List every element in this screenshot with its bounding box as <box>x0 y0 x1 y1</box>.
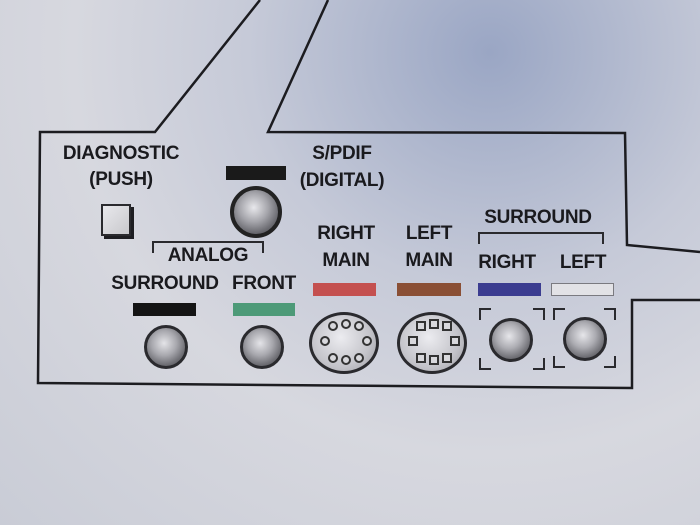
din-pin <box>341 355 351 365</box>
frame-corner <box>533 358 545 370</box>
panel-border-top <box>266 0 700 254</box>
push-label: (PUSH) <box>89 169 153 190</box>
front-color-bar <box>233 303 295 316</box>
din-pin <box>408 336 418 346</box>
spdif-color-bar <box>226 166 286 180</box>
mini-jack-icon[interactable] <box>144 325 188 369</box>
analog-bracket <box>152 241 264 253</box>
frame-corner <box>479 358 491 370</box>
surround-left-label: LEFT <box>559 252 607 273</box>
din-pin <box>320 336 330 346</box>
din-pin <box>416 353 426 363</box>
din-pin <box>429 319 439 329</box>
frame-corner <box>479 308 491 320</box>
din-pin <box>362 336 372 346</box>
right-main-label-line1: RIGHT <box>317 223 375 244</box>
square-push-button-icon[interactable] <box>101 204 131 236</box>
diagnostic-label: DIAGNOSTIC <box>62 143 180 164</box>
din-pin <box>328 321 338 331</box>
din-pin <box>442 353 452 363</box>
din-pin <box>442 321 452 331</box>
din-pin <box>450 336 460 346</box>
surround-bracket <box>478 232 604 244</box>
surround-right-label: RIGHT <box>478 252 536 273</box>
front-label: FRONT <box>232 273 296 294</box>
round-jack-icon[interactable] <box>230 186 282 238</box>
round-din-connector-icon[interactable] <box>309 312 379 374</box>
surround-right-color-bar <box>478 283 541 296</box>
frame-corner <box>553 356 565 368</box>
din-pin <box>429 355 439 365</box>
rca-jack-icon[interactable] <box>563 317 607 361</box>
left-main-label-line2: MAIN <box>405 250 453 271</box>
din-pin <box>328 353 338 363</box>
rca-jack-icon[interactable] <box>489 318 533 362</box>
din-pin <box>416 321 426 331</box>
din-pin <box>341 319 351 329</box>
frame-corner <box>604 356 616 368</box>
left-main-label-line1: LEFT <box>405 223 453 244</box>
surround-left-color-bar <box>551 283 614 296</box>
analog-label: ANALOG <box>167 245 249 266</box>
right-main-color-bar <box>313 283 376 296</box>
analog-surround-label: SURROUND <box>111 273 219 294</box>
surround-group-label: SURROUND <box>484 207 592 228</box>
din-pin <box>354 321 364 331</box>
frame-corner <box>604 308 616 320</box>
frame-corner <box>553 308 565 320</box>
panel-border-left <box>36 0 700 390</box>
digital-label: (DIGITAL) <box>299 170 385 191</box>
mini-jack-icon[interactable] <box>240 325 284 369</box>
din-pin <box>354 353 364 363</box>
right-main-label-line2: MAIN <box>322 250 370 271</box>
frame-corner <box>533 308 545 320</box>
analog-surround-color-bar <box>133 303 196 316</box>
square-pin-din-connector-icon[interactable] <box>397 312 467 374</box>
spdif-label: S/PDIF <box>312 143 372 164</box>
left-main-color-bar <box>397 283 461 296</box>
